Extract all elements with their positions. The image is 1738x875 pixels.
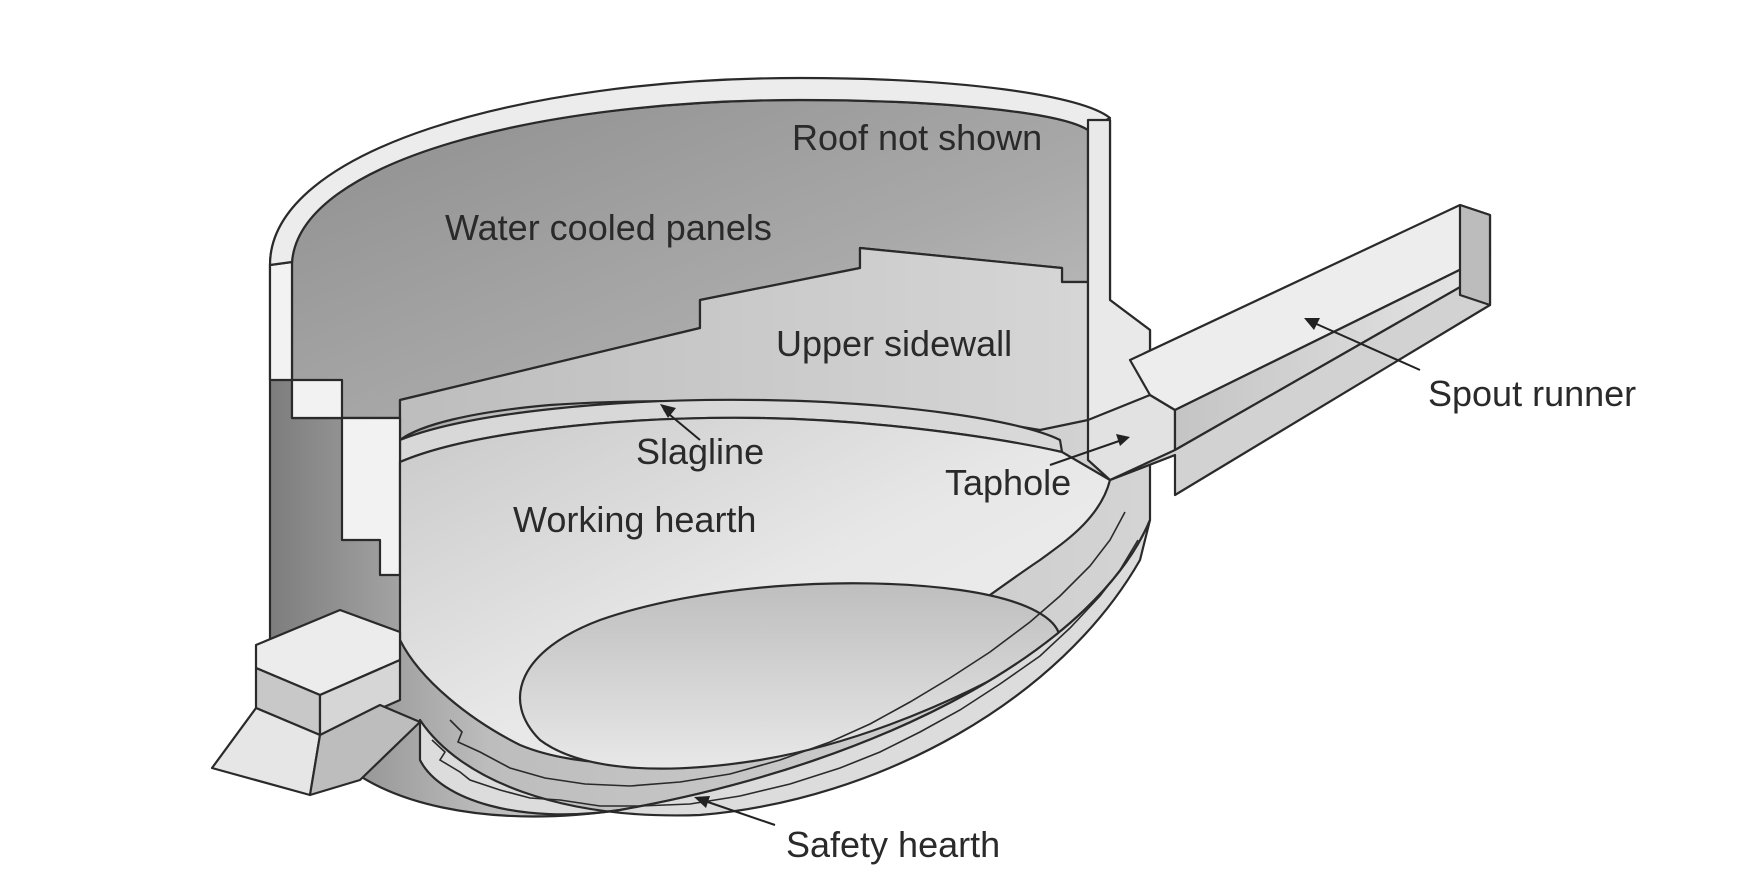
launder-chute-side xyxy=(308,703,422,797)
taphole-leader xyxy=(1049,434,1130,466)
label-slagline: Slagline xyxy=(636,431,764,472)
wall-cut-section-left xyxy=(268,260,402,577)
spout-runner-arrowhead xyxy=(1304,318,1320,330)
safety-hearth-arrowhead xyxy=(694,796,710,808)
safety-hearth-steps-inner xyxy=(449,511,1126,787)
label-upper-sidewall: Upper sidewall xyxy=(776,323,1012,364)
spout-runner-end xyxy=(1458,203,1492,307)
label-working-hearth: Working hearth xyxy=(513,499,756,540)
safety-hearth xyxy=(418,518,1152,817)
slagline-arrowhead xyxy=(660,404,676,418)
label-water-cooled-panels: Water cooled panels xyxy=(445,207,772,248)
taphole-arrowhead xyxy=(1116,434,1130,446)
slagline-leader xyxy=(660,404,701,441)
safety-hearth-leader xyxy=(694,796,776,826)
sidewall-ledge xyxy=(399,247,1063,401)
label-spout-runner: Spout runner xyxy=(1428,373,1636,414)
front-block-front xyxy=(318,658,402,737)
label-safety-hearth: Safety hearth xyxy=(786,824,1000,865)
safety-hearth-steps xyxy=(431,539,1139,807)
label-roof-not-shown: Roof not shown xyxy=(792,117,1042,158)
label-taphole: Taphole xyxy=(945,462,1071,503)
spout-runner-leader xyxy=(1304,318,1421,371)
